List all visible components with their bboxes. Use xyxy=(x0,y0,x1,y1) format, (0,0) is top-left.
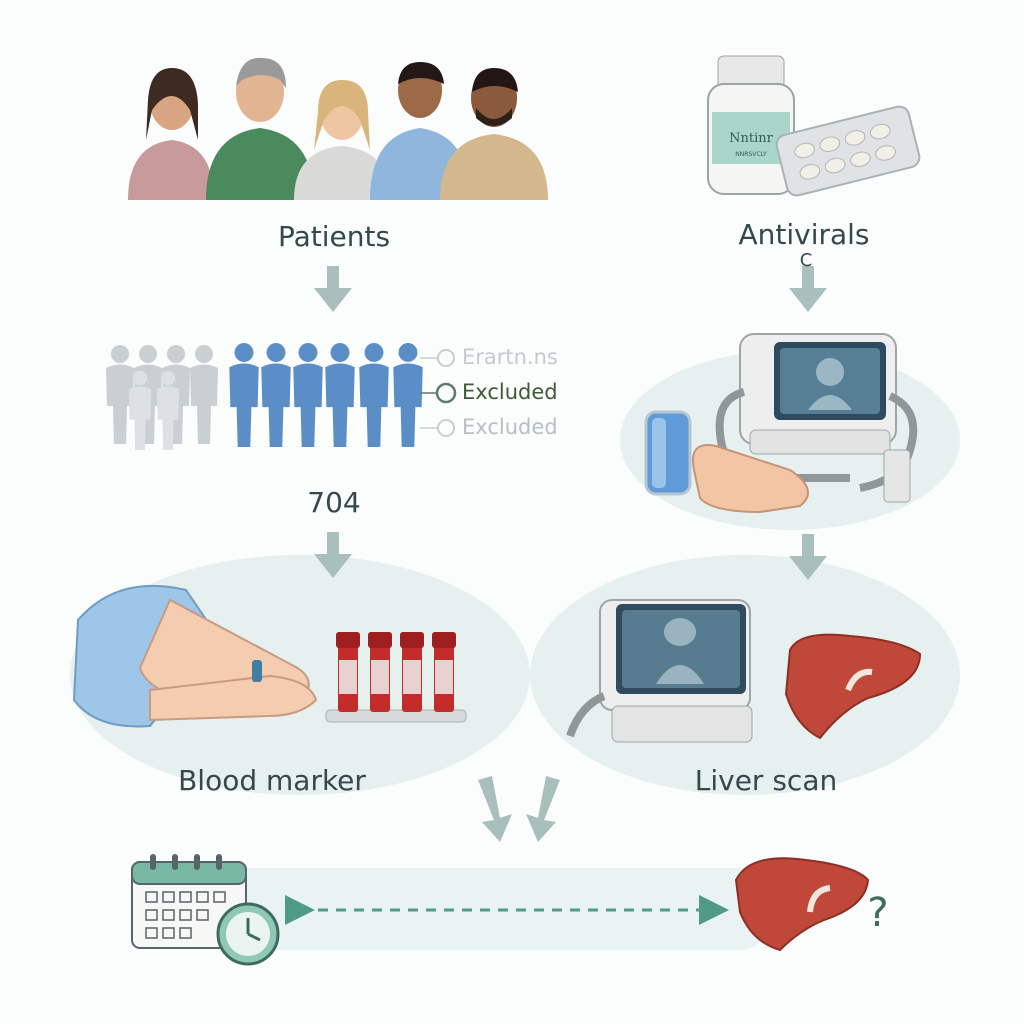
gel-bottle-icon xyxy=(644,410,692,496)
excluded-figure-back-2 xyxy=(156,370,180,450)
blood-tube-2 xyxy=(368,632,392,712)
exclusion-option-2: Excluded xyxy=(462,380,558,404)
blood-tube-3 xyxy=(400,632,424,712)
included-figure-2 xyxy=(261,343,291,447)
antiviral-bottle-icon: Nntinr NNRSVCLY xyxy=(707,55,795,195)
included-figure-5 xyxy=(359,343,389,447)
antivirals-sublabel: C xyxy=(799,250,813,271)
excluded-figure-4 xyxy=(190,345,218,444)
cohort-count: 704 xyxy=(307,486,361,519)
arrow-antivirals-down xyxy=(789,266,827,312)
blood-tube-4 xyxy=(432,632,456,712)
arrow-patients-down xyxy=(314,266,352,312)
arrow-ultrasound-down xyxy=(789,534,827,580)
blister-pack-icon xyxy=(775,105,921,197)
option-marker-2 xyxy=(435,382,457,404)
antivirals-label: Antivirals xyxy=(738,218,870,251)
arrow-converge-left xyxy=(478,776,512,842)
ultrasound-machine-icon xyxy=(715,333,918,503)
exclusion-option-3: Excluded xyxy=(462,415,558,439)
arm-icon xyxy=(72,584,318,728)
clock-icon xyxy=(216,902,280,966)
arrow-count-down xyxy=(314,532,352,578)
patient-figures xyxy=(106,343,423,450)
included-figure-3 xyxy=(293,343,323,447)
liver-outcome-icon xyxy=(734,857,870,952)
patients-group-icon xyxy=(128,57,548,200)
option-marker-1 xyxy=(437,349,455,367)
question-mark: ? xyxy=(867,890,889,936)
bottle-label-sub: NNRSVCLY xyxy=(735,151,767,158)
exclusion-markers xyxy=(420,349,457,437)
option-marker-3 xyxy=(437,419,455,437)
bottle-label-main: Nntinr xyxy=(729,131,774,146)
included-figure-4 xyxy=(325,343,355,447)
included-figure-1 xyxy=(229,343,259,447)
blood-tubes-icon xyxy=(325,632,467,723)
arrow-converge-right xyxy=(526,776,560,842)
liver-icon xyxy=(784,633,922,740)
excluded-figure-1 xyxy=(106,345,134,444)
patients-label: Patients xyxy=(277,220,391,253)
blood-marker-label: Blood marker xyxy=(178,764,366,797)
blood-tube-1 xyxy=(336,632,360,712)
excluded-figure-back-1 xyxy=(128,370,152,450)
exclusion-option-1: Erartn.ns xyxy=(462,345,558,369)
scan-monitor-icon xyxy=(566,599,753,743)
included-figure-6 xyxy=(393,343,423,447)
hand-icon xyxy=(692,444,809,514)
liver-scan-label: Liver scan xyxy=(694,764,838,797)
